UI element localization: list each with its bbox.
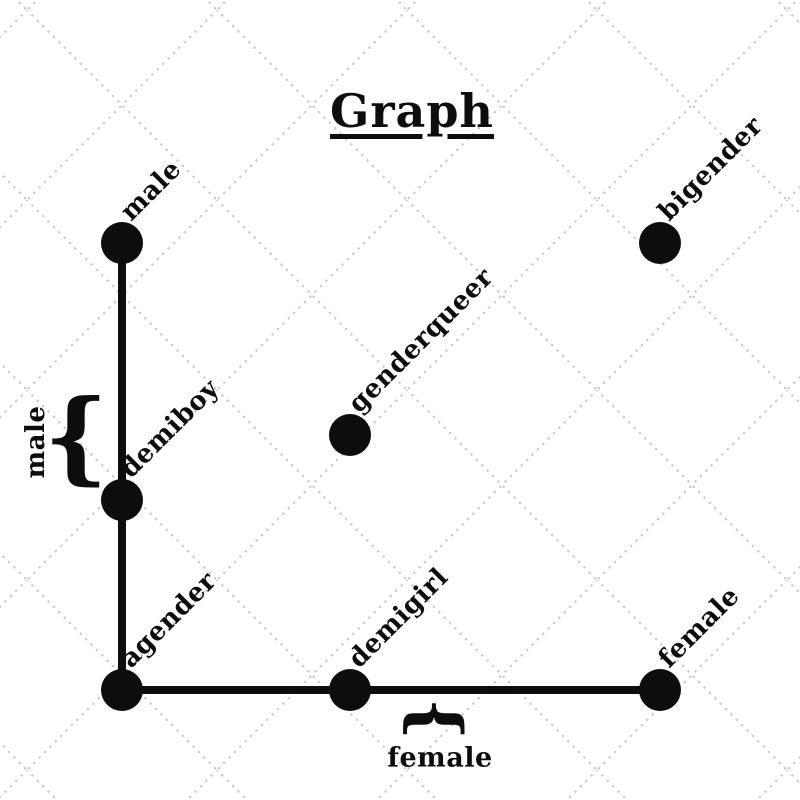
page-title: Graph bbox=[330, 84, 494, 138]
node-bigender bbox=[639, 222, 681, 264]
node-agender bbox=[101, 669, 143, 711]
node-genderqueer bbox=[329, 414, 371, 456]
node-demigirl bbox=[329, 669, 371, 711]
brace-label-female: female bbox=[387, 742, 493, 774]
node-female bbox=[639, 669, 681, 711]
node-demiboy bbox=[101, 479, 143, 521]
node-male bbox=[101, 222, 143, 264]
brace-label-male: male bbox=[21, 405, 51, 479]
curly-brace-bottom: { bbox=[398, 697, 476, 741]
curly-brace-left: { bbox=[43, 377, 109, 495]
